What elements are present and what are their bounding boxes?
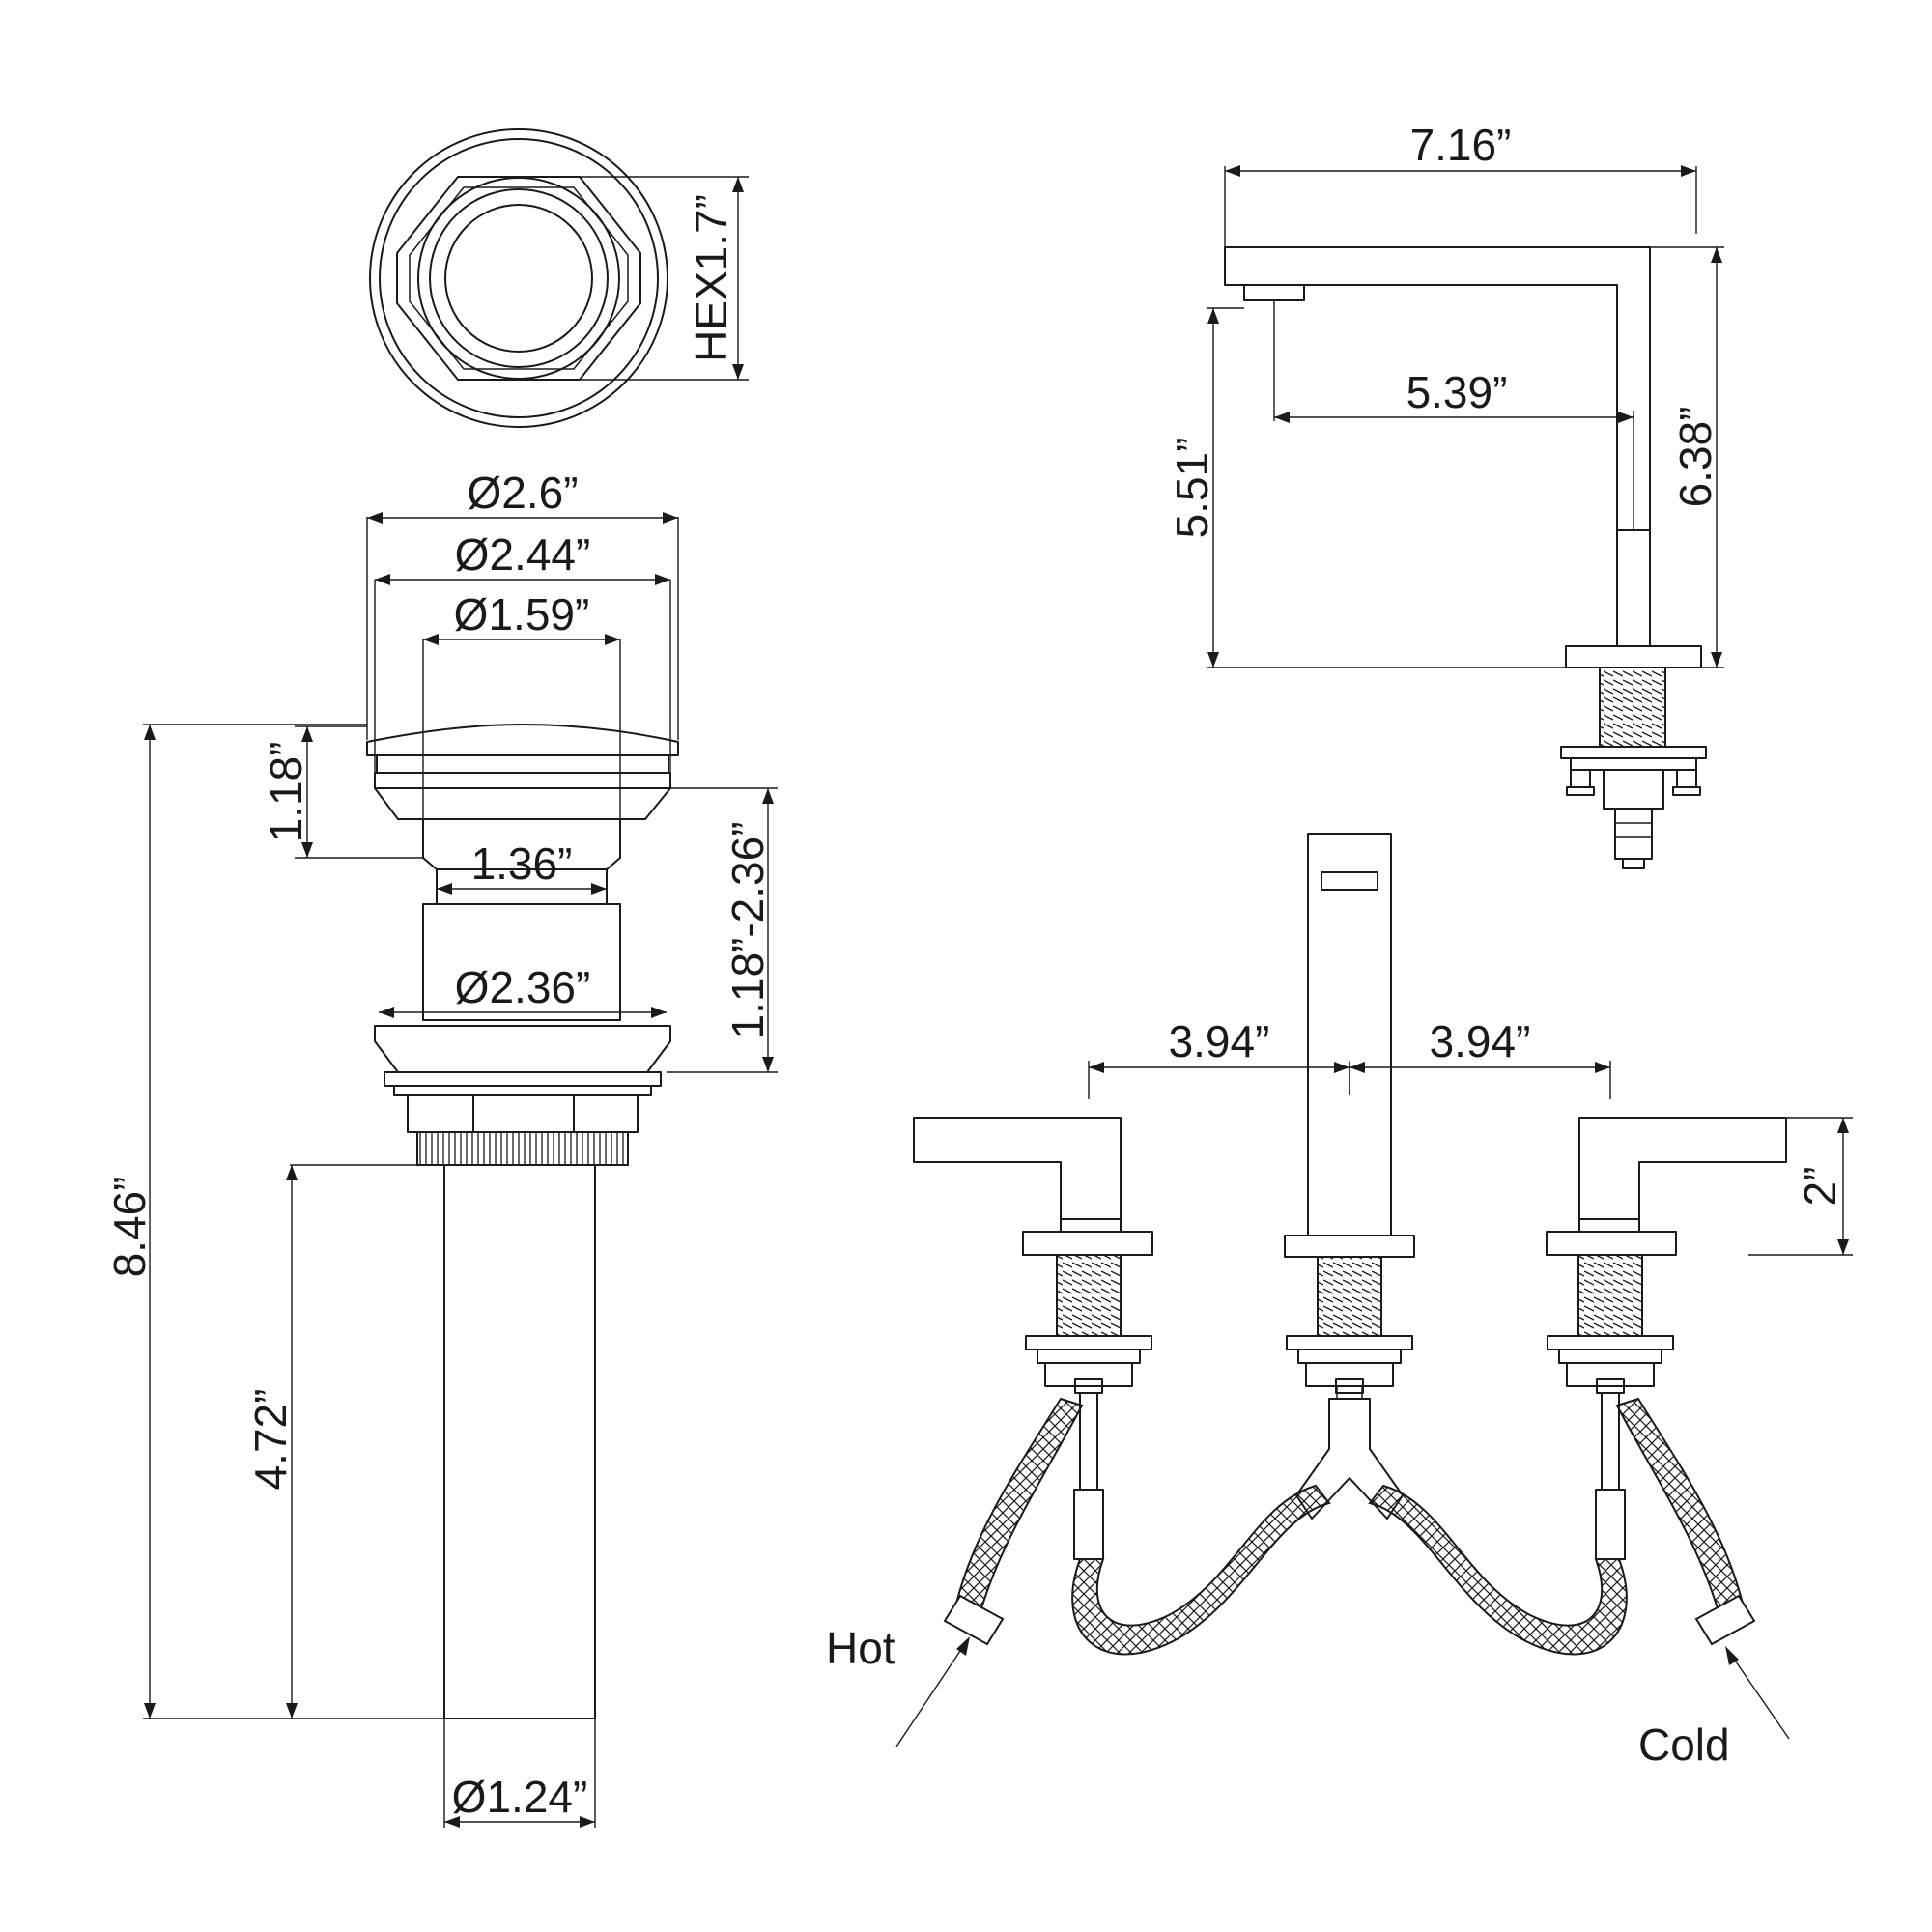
dim-body-diameter: Ø1.59” <box>454 589 590 639</box>
dim-tail-diameter: Ø1.24” <box>452 1772 588 1822</box>
dim-total-faucet-height: 6.38” <box>1670 407 1720 508</box>
dim-handle-height: 2” <box>1795 1167 1845 1207</box>
dim-spout-length: 7.16” <box>1410 120 1512 170</box>
dim-adjust-range: 1.18”-2.36” <box>723 821 773 1038</box>
dim-left-handle-spacing: 3.94” <box>1169 1016 1270 1066</box>
dim-spout-clearance: 5.51” <box>1167 438 1217 539</box>
dim-total-height: 8.46” <box>104 1177 155 1278</box>
dim-right-handle-spacing: 3.94” <box>1430 1016 1531 1066</box>
dim-cap-diameter: Ø2.44” <box>455 529 591 580</box>
hex-dimension-label: HEX1.7” <box>686 194 736 362</box>
dim-outer-diameter: Ø2.6” <box>467 468 578 518</box>
faucet-front-view: 3.94” 3.94” 2” Hot Cold <box>826 833 1853 1770</box>
dim-tail-length: 4.72” <box>245 1389 296 1491</box>
faucet-side-view: 7.16” 5.39” 5.51” 6.38” <box>1167 120 1724 869</box>
dim-thread-diameter: Ø2.36” <box>455 962 591 1012</box>
dim-cap-height: 1.18” <box>261 742 311 843</box>
drain-top-view: HEX1.7” <box>369 128 749 428</box>
dim-neck-width: 1.36” <box>471 838 573 889</box>
label-cold: Cold <box>1638 1719 1730 1770</box>
drain-side-view: Ø2.6” Ø2.44” Ø1.59” 1.36” Ø2.36” 1.18” <box>104 468 778 1828</box>
dim-spout-reach: 5.39” <box>1406 367 1508 417</box>
label-hot: Hot <box>826 1623 895 1673</box>
